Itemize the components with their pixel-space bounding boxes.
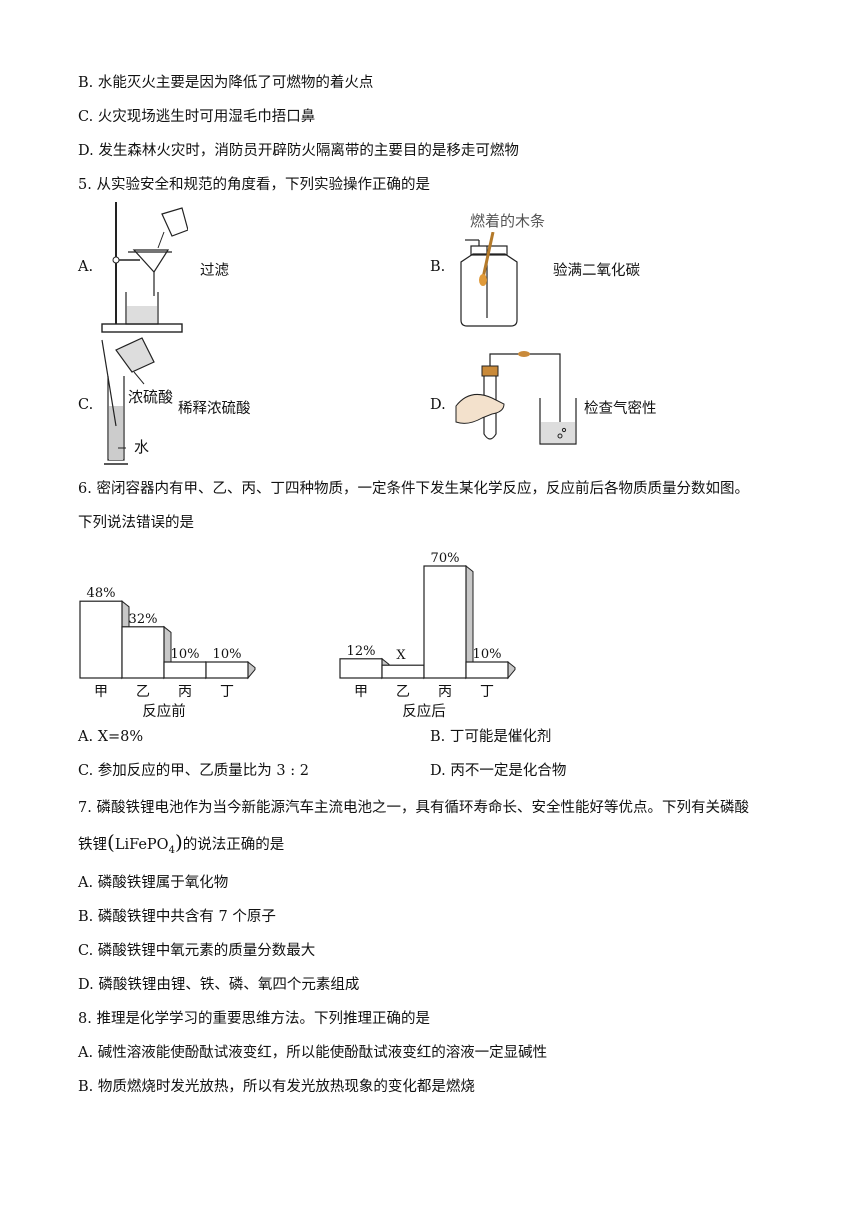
q5-option-b-caption: 验满二氧化碳 <box>553 263 640 279</box>
bar-label-0-2: 10% <box>171 647 200 662</box>
q6-option-a: A. X=8% <box>78 729 144 745</box>
q7-option-b: B. 磷酸铁锂中共含有 7 个原子 <box>78 909 276 925</box>
q7-stem-pre: 铁锂 <box>78 837 107 853</box>
bar-0-1 <box>121 626 165 679</box>
category-label-1-2: 丙 <box>438 684 452 700</box>
bar-1-0 <box>339 658 383 679</box>
q5-option-d-letter: D. <box>430 397 446 413</box>
q5-option-c-letter: C. <box>78 397 94 413</box>
q6-stem-line2: 下列说法错误的是 <box>78 515 194 531</box>
q5-figure-label-acid: 浓硫酸 <box>128 388 174 406</box>
q6-option-b: B. 丁可能是催化剂 <box>430 729 552 745</box>
q5-stem: 5. 从实验安全和规范的角度看，下列实验操作正确的是 <box>78 177 430 193</box>
bar-label-0-1: 32% <box>129 612 158 627</box>
airtightness-figure <box>455 351 577 445</box>
q6-option-c: C. 参加反应的甲、乙质量比为 3 : 2 <box>78 763 309 779</box>
category-label-0-0: 甲 <box>94 684 108 700</box>
bar-1-3 <box>465 661 509 679</box>
category-label-0-1: 乙 <box>136 684 150 700</box>
q4-option-d: D. 发生森林火灾时，消防员开辟防火隔离带的主要目的是移走可燃物 <box>78 143 519 159</box>
q5-option-a-letter: A. <box>78 259 94 275</box>
q5-option-a-caption: 过滤 <box>200 263 229 279</box>
q4-option-b: B. 水能灭火主要是因为降低了可燃物的着火点 <box>78 75 374 91</box>
dilution-figure <box>101 337 155 465</box>
q6-option-d: D. 丙不一定是化合物 <box>430 763 567 779</box>
filtration-figure <box>101 202 188 333</box>
q8-option-b: B. 物质燃烧时发光放热，所以有发光放热现象的变化都是燃烧 <box>78 1079 475 1095</box>
q7-stem-line1: 7. 磷酸铁锂电池作为当今新能源汽车主流电池之一，具有循环寿命长、安全性能好等优… <box>78 800 749 816</box>
q4-option-c: C. 火灾现场逃生时可用湿毛巾捂口鼻 <box>78 109 316 125</box>
bar-label-0-3: 10% <box>213 647 242 662</box>
q5-option-b-letter: B. <box>430 259 446 275</box>
q7-stem-line2: 铁锂(LiFePO4)的说法正确的是 <box>78 830 285 856</box>
q7-formula: LiFePO <box>114 837 169 853</box>
bar-side-0-3 <box>247 660 256 680</box>
q5-option-d-caption: 检查气密性 <box>584 401 657 417</box>
q7-option-d: D. 磷酸铁锂由锂、铁、磷、氧四个元素组成 <box>78 977 360 993</box>
q7-stem-post: 的说法正确的是 <box>182 837 285 853</box>
q7-option-a: A. 磷酸铁锂属于氧化物 <box>78 875 229 891</box>
category-label-1-3: 丁 <box>480 684 494 700</box>
bar-label-1-0: 12% <box>347 644 376 659</box>
bar-label-0-0: 48% <box>87 586 116 601</box>
bar-1-1 <box>381 664 425 679</box>
q7-formula-subscript: 4 <box>168 844 175 856</box>
bar-0-3 <box>205 661 249 679</box>
category-label-0-2: 丙 <box>178 684 192 700</box>
q8-stem: 8. 推理是化学学习的重要思维方法。下列推理正确的是 <box>78 1011 430 1027</box>
q7-option-c: C. 磷酸铁锂中氧元素的质量分数最大 <box>78 943 316 959</box>
category-label-0-3: 丁 <box>220 684 234 700</box>
bar-1-2 <box>423 565 467 679</box>
q5-figure-label-burning-stick: 燃着的木条 <box>470 212 546 230</box>
bar-0-2 <box>163 661 207 679</box>
bar-label-1-3: 10% <box>473 647 502 662</box>
co2-check-figure <box>460 232 518 327</box>
q8-option-a: A. 碱性溶液能使酚酞试液变红，所以能使酚酞试液变红的溶液一定显碱性 <box>78 1045 548 1061</box>
q5-figure-label-water: 水 <box>134 438 150 456</box>
q6-stem-line1: 6. 密闭容器内有甲、乙、丙、丁四种物质，一定条件下发生某化学反应，反应前后各物… <box>78 481 749 497</box>
bar-label-1-2: 70% <box>431 551 460 566</box>
bar-label-1-1: X <box>396 648 406 663</box>
bar-0-0 <box>79 600 123 679</box>
chart-title-0: 反应前 <box>142 702 186 720</box>
chart-title-1: 反应后 <box>402 702 446 720</box>
bar-side-1-3 <box>507 660 516 680</box>
q5-option-c-caption: 稀释浓硫酸 <box>178 401 251 417</box>
category-label-1-1: 乙 <box>396 684 410 700</box>
category-label-1-0: 甲 <box>354 684 368 700</box>
